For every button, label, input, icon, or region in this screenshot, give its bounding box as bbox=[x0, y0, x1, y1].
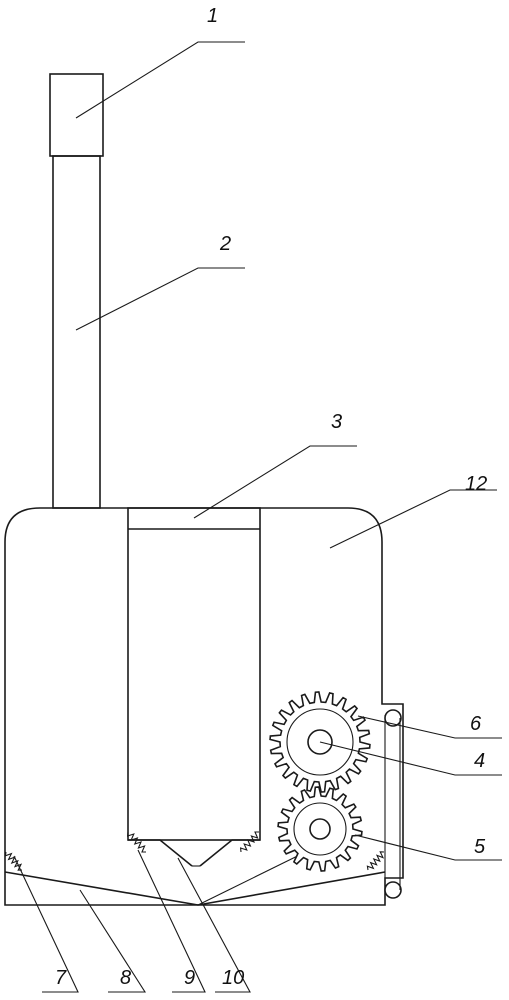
leader-4 bbox=[319, 741, 502, 776]
chamber-flap-left bbox=[128, 839, 193, 867]
leader-8 bbox=[79, 889, 147, 993]
leader-2 bbox=[75, 267, 245, 331]
inner-chamber bbox=[127, 507, 261, 841]
gear-small-hub bbox=[309, 818, 331, 840]
handle-grip bbox=[49, 73, 104, 157]
bottom-plate-right bbox=[197, 871, 386, 906]
label-6: 6 bbox=[470, 713, 482, 735]
pulley-icon bbox=[384, 709, 402, 727]
label-4: 4 bbox=[474, 750, 485, 772]
label-10: 10 bbox=[222, 967, 244, 989]
label-3: 3 bbox=[331, 411, 342, 433]
pulley-icon bbox=[384, 881, 402, 899]
spring-icon bbox=[366, 851, 385, 871]
label-1: 1 bbox=[207, 5, 218, 27]
label-9: 9 bbox=[184, 967, 195, 989]
label-8: 8 bbox=[120, 967, 131, 989]
leader-6 bbox=[357, 715, 502, 739]
spring-icon bbox=[239, 831, 259, 853]
leader-7 bbox=[13, 855, 79, 993]
bottom-plate-left bbox=[4, 871, 199, 906]
leader-1 bbox=[75, 41, 245, 119]
spring-icon bbox=[4, 851, 23, 871]
spring-group bbox=[4, 831, 385, 871]
leader-5 bbox=[354, 834, 502, 861]
label-2: 2 bbox=[219, 233, 231, 255]
label-12: 12 bbox=[465, 473, 487, 495]
gear-pitch-circle bbox=[286, 708, 354, 776]
label-7: 7 bbox=[55, 967, 67, 989]
spring-icon bbox=[126, 831, 146, 853]
chamber-flap-right bbox=[199, 839, 260, 867]
handle-rod bbox=[52, 155, 101, 509]
leader-12 bbox=[329, 489, 497, 549]
leader-3 bbox=[193, 445, 357, 519]
leader-9 bbox=[137, 849, 206, 993]
gear-pitch-circle bbox=[293, 802, 347, 856]
leader-10 bbox=[177, 857, 251, 993]
label-5: 5 bbox=[474, 836, 486, 858]
housing-body bbox=[4, 507, 404, 906]
